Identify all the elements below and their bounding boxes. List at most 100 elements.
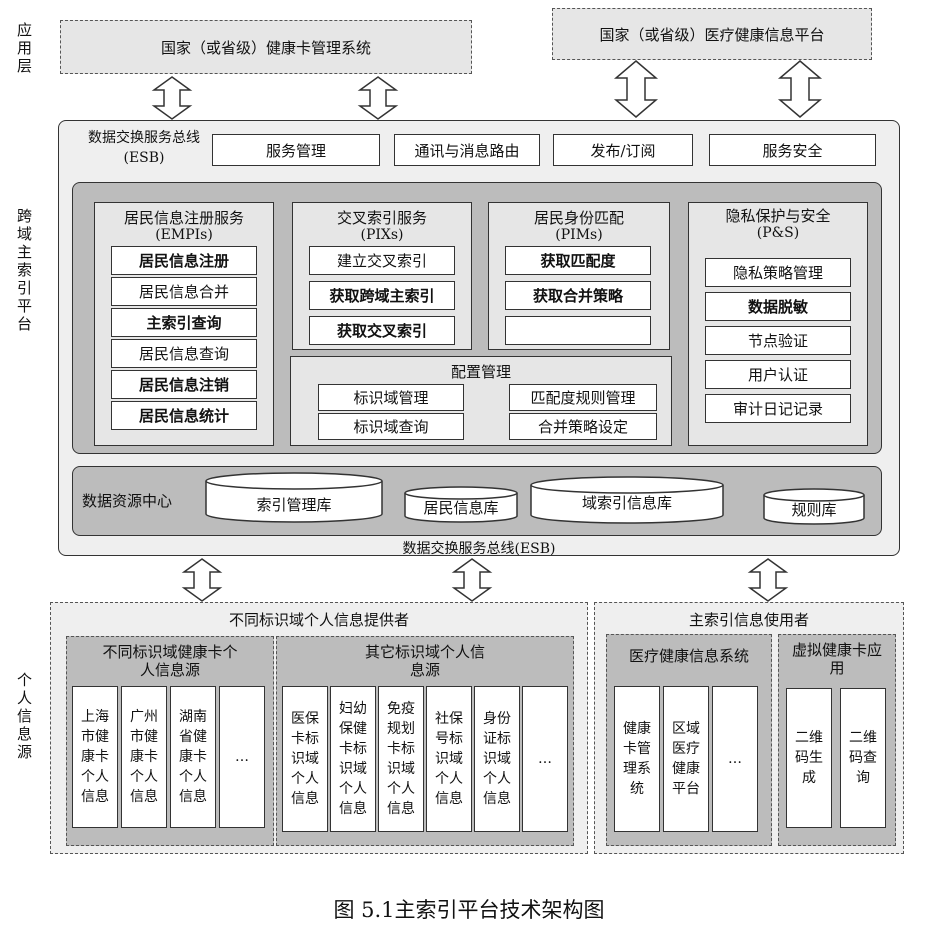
- empi-item-index-query: 主索引查询: [111, 308, 257, 337]
- health-card-sources-title: 不同标识域健康卡个人信息源: [102, 643, 238, 679]
- empi-item-label: 居民信息注销: [138, 376, 229, 394]
- privacy-item-policy-management: 隐私策略管理: [705, 258, 851, 287]
- privacy-item-label: 节点验证: [747, 332, 808, 350]
- source-immunization-card: 免疫规划卡标识域个人信息: [378, 686, 424, 832]
- providers-title: 不同标识域个人信息提供者: [228, 611, 409, 629]
- esb-item-label: 服务管理: [265, 141, 326, 160]
- privacy-item-label: 数据脱敏: [747, 298, 808, 316]
- esb-item-label: 通讯与消息路由: [414, 141, 520, 160]
- empi-item-label: 居民信息统计: [138, 407, 229, 425]
- double-arrow-icon: [357, 76, 399, 120]
- layer-label-app: 应用层: [15, 22, 33, 76]
- source-more: …: [219, 686, 265, 828]
- empi-item-label: 居民信息注册: [138, 252, 229, 270]
- empi-item-merge: 居民信息合并: [111, 277, 257, 306]
- source-maternal-child-card: 妇幼保健卡标识域个人信息: [330, 686, 376, 832]
- user-health-card-management-system: 健康卡管理系统: [614, 686, 660, 832]
- privacy-item-label: 用户认证: [747, 366, 808, 384]
- esb-item-label: 服务安全: [762, 141, 823, 160]
- pim-item-get-merge-strategy: 获取合并策略: [505, 281, 651, 310]
- source-label: 医保卡标识域个人信息: [291, 711, 319, 807]
- empi-item-label: 主索引查询: [146, 314, 222, 332]
- database-icon: [763, 488, 865, 525]
- source-medical-insurance-card: 医保卡标识域个人信息: [282, 686, 328, 832]
- source-label: 湖南省健康卡个人信息: [179, 709, 207, 805]
- esb-item-service-management: 服务管理: [212, 134, 380, 166]
- config-title: 配置管理: [450, 363, 511, 381]
- empi-item-label: 居民信息查询: [138, 345, 229, 363]
- esb-item-label: 发布/订阅: [590, 141, 656, 160]
- config-item-merge-strategy-setting: 合并策略设定: [509, 413, 657, 440]
- double-arrow-icon: [613, 60, 659, 118]
- pim-title: 居民身份匹配: [533, 209, 624, 227]
- privacy-item-audit-log: 审计日记记录: [705, 394, 851, 423]
- config-item-domain-management: 标识域管理: [318, 384, 464, 411]
- source-label: 妇幼保健卡标识域个人信息: [339, 701, 367, 817]
- data-resource-center-label: 数据资源中心: [82, 492, 173, 510]
- esb-item-service-security: 服务安全: [709, 134, 876, 166]
- source-label: 广州市健康卡个人信息: [130, 709, 158, 805]
- privacy-subtitle: (P&S): [756, 225, 800, 241]
- pim-item-label: 获取匹配度: [540, 252, 616, 270]
- empi-subtitle: (EMPIs): [155, 227, 213, 243]
- double-arrow-icon: [181, 558, 223, 602]
- virtual-health-card-title: 虚拟健康卡应用: [792, 641, 883, 677]
- user-qr-code-generate: 二维码生成: [786, 688, 832, 828]
- figure-caption: 图 5.1主索引平台技术架构图: [333, 898, 605, 922]
- empi-item-deregister: 居民信息注销: [111, 370, 257, 399]
- layer-label-platform: 跨域主索引平台: [15, 208, 33, 334]
- pix-item-label: 获取交叉索引: [336, 322, 427, 340]
- source-hunan-health-card: 湖南省健康卡个人信息: [170, 686, 216, 828]
- user-label: 二维码查询: [849, 730, 877, 786]
- source-label: 社保号标识域个人信息: [435, 711, 463, 807]
- empi-item-label: 居民信息合并: [138, 283, 229, 301]
- other-domain-sources-title: 其它标识域个人信息源: [365, 643, 486, 679]
- medical-platform-label: 国家（或省级）医疗健康信息平台: [599, 25, 825, 44]
- privacy-item-data-masking: 数据脱敏: [705, 292, 851, 321]
- empi-item-info-query: 居民信息查询: [111, 339, 257, 368]
- privacy-item-node-verification: 节点验证: [705, 326, 851, 355]
- pix-title: 交叉索引服务: [336, 209, 427, 227]
- source-label: 免疫规划卡标识域个人信息: [387, 701, 415, 817]
- config-item-match-rule-management: 匹配度规则管理: [509, 384, 657, 411]
- database-icon: [530, 476, 724, 524]
- config-item-label: 标识域查询: [353, 418, 429, 436]
- source-id-card: 身份证标识域个人信息: [474, 686, 520, 832]
- pix-item-get-master-index: 获取跨域主索引: [309, 281, 455, 310]
- source-guangzhou-health-card: 广州市健康卡个人信息: [121, 686, 167, 828]
- source-label: 身份证标识域个人信息: [483, 711, 511, 807]
- pix-item-label: 获取跨域主索引: [329, 287, 435, 305]
- users-title: 主索引信息使用者: [688, 611, 809, 629]
- user-label: 区域医疗健康平台: [672, 721, 700, 797]
- privacy-item-user-authentication: 用户认证: [705, 360, 851, 389]
- user-regional-health-platform: 区域医疗健康平台: [663, 686, 709, 832]
- config-item-label: 标识域管理: [353, 389, 429, 407]
- layer-label-source: 个人信息源: [15, 672, 33, 762]
- esb-bottom-label: 数据交换服务总线(ESB): [402, 541, 556, 557]
- esb-item-pub-sub: 发布/订阅: [553, 134, 693, 166]
- source-label: 上海市健康卡个人信息: [81, 709, 109, 805]
- source-label: …: [235, 749, 249, 765]
- privacy-title: 隐私保护与安全: [725, 207, 831, 225]
- db-rules: 规则库: [791, 501, 837, 519]
- privacy-item-label: 隐私策略管理: [732, 264, 823, 282]
- user-label: …: [728, 751, 742, 767]
- medical-info-systems-title: 医疗健康信息系统: [628, 647, 749, 665]
- pix-item-label: 建立交叉索引: [336, 252, 427, 270]
- empi-title: 居民信息注册服务: [123, 209, 244, 227]
- pim-item-empty: [505, 316, 651, 345]
- config-item-domain-query: 标识域查询: [318, 413, 464, 440]
- pix-subtitle: (PIXs): [360, 227, 404, 243]
- double-arrow-icon: [747, 558, 789, 602]
- user-label: 二维码生成: [795, 730, 823, 786]
- db-resident-info: 居民信息库: [423, 499, 499, 517]
- double-arrow-icon: [451, 558, 493, 602]
- empi-item-statistics: 居民信息统计: [111, 401, 257, 430]
- privacy-item-label: 审计日记记录: [732, 400, 823, 418]
- user-label: 健康卡管理系统: [623, 721, 651, 797]
- database-icon: [404, 486, 518, 523]
- empi-item-register: 居民信息注册: [111, 246, 257, 275]
- source-social-security: 社保号标识域个人信息: [426, 686, 472, 832]
- health-card-system-label: 国家（或省级）健康卡管理系统: [160, 38, 371, 57]
- double-arrow-icon: [777, 60, 823, 118]
